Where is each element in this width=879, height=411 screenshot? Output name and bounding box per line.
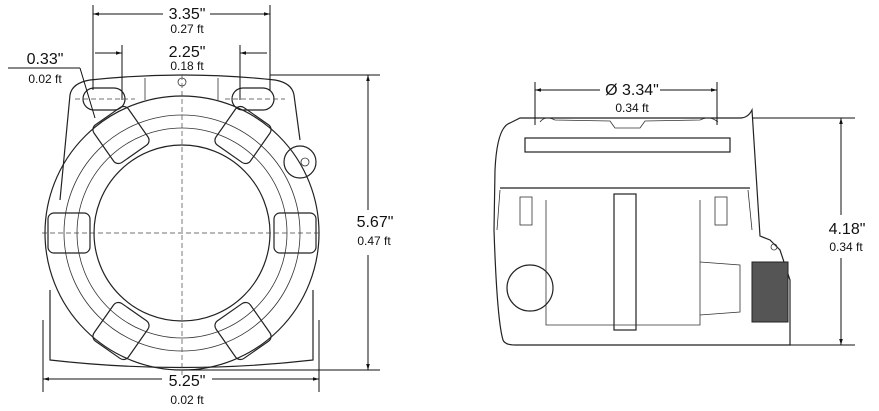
height-alt: 0.47 ft [357,234,391,248]
top-width-alt: 0.27 ft [170,22,204,36]
side-height-alt: 0.34 ft [829,240,863,254]
top-width-value: 3.35" [169,6,206,23]
lid-glass [524,137,731,153]
side-boss [283,145,317,179]
housing-outline [493,107,791,346]
center-post [613,193,637,331]
diameter-alt: 0.34 ft [615,101,649,115]
slot-spacing-value: 2.25" [169,44,206,61]
base-feet [49,290,314,369]
side-port [506,264,554,312]
width-alt: 0.02 ft [170,393,204,407]
width-value: 5.25" [169,373,206,390]
height-value: 5.67" [357,214,394,231]
threaded-conduit [751,261,789,323]
front-view: 3.35" 0.27 ft 2.25" 0.18 ft 0.33" 0.02 f… [8,5,393,407]
slot-width-alt: 0.02 ft [28,72,62,86]
slot-spacing-alt: 0.18 ft [170,59,204,73]
mounting-bracket [59,74,301,201]
diameter-value: Ø 3.34" [605,82,659,99]
slot-width-value: 0.33" [27,51,64,68]
side-view: Ø 3.34" 0.34 ft 4.18" 0.34 ft [493,82,866,346]
side-height-value: 4.18" [829,221,866,238]
